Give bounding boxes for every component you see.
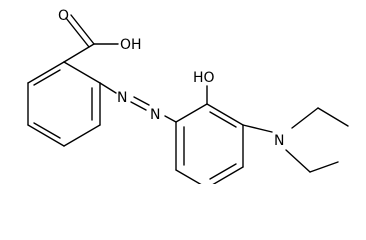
- bond: [285, 149, 311, 173]
- bond: [309, 161, 339, 173]
- diethylamino-group: [242, 107, 349, 173]
- benzoic-acid-ring: [27, 61, 101, 147]
- phenol-hydroxyl-label: HO: [193, 70, 215, 86]
- double-bond: [33, 69, 61, 86]
- bond: [70, 14, 95, 45]
- bond: [291, 107, 319, 129]
- bond: [63, 124, 101, 147]
- bond: [206, 103, 244, 126]
- aminophenol-ring: [175, 103, 244, 184]
- double-bond: [33, 122, 61, 139]
- bond: [164, 115, 177, 123]
- bond: [175, 103, 208, 123]
- bond: [27, 124, 65, 147]
- azo-linkage: [99, 82, 177, 123]
- carboxyl-group: [63, 14, 119, 63]
- double-bond: [209, 111, 237, 128]
- azo-nitrogen-2-label: N: [150, 107, 160, 123]
- bond: [99, 82, 117, 94]
- bond: [317, 107, 349, 127]
- bond: [63, 61, 101, 84]
- carboxyl-oxygen-label: O: [58, 8, 69, 24]
- structure-diagram: O OH N N HO N: [27, 8, 349, 184]
- bond: [27, 61, 65, 84]
- bond: [175, 169, 202, 184]
- azo-nitrogen-1-label: N: [117, 90, 127, 106]
- double-bond: [133, 96, 150, 106]
- amine-nitrogen-label: N: [274, 133, 284, 149]
- double-bond: [130, 101, 147, 111]
- bond: [212, 166, 244, 184]
- bond: [242, 124, 273, 133]
- carboxyl-hydroxyl-label: OH: [120, 37, 142, 53]
- double-bond: [209, 163, 237, 180]
- chemical-structure: O OH N N HO N: [27, 8, 349, 184]
- double-bond: [65, 17, 90, 48]
